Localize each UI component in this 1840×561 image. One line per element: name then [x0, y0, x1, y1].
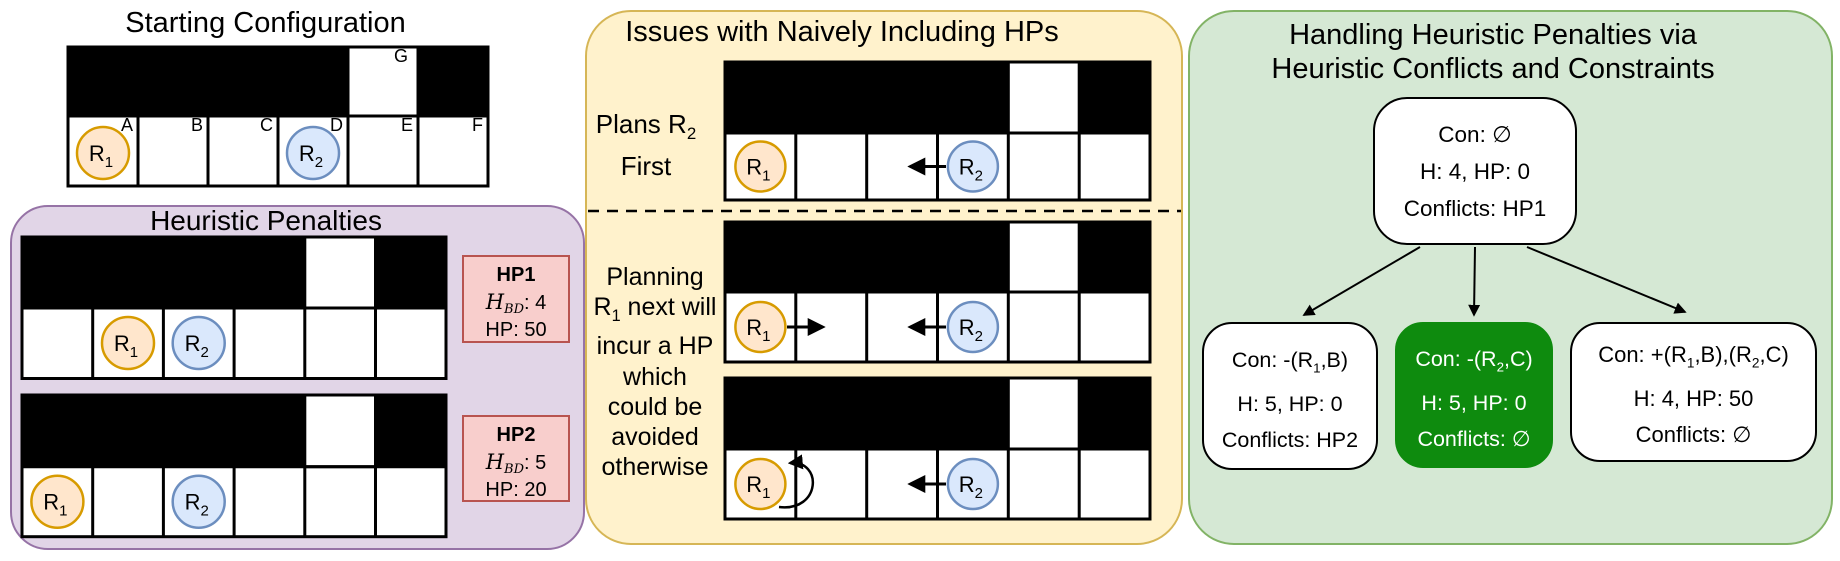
hp2-box: HP2 HBD: 5 HP: 20: [462, 415, 570, 502]
child3-constraints: Con: +(R1,B),(R2,C): [1598, 342, 1789, 371]
tree-child-node-1: Con: -(R1,B) H: 5, HP: 0 Conflicts: HP2: [1202, 322, 1378, 470]
starting-configuration-title: Starting Configuration: [125, 7, 406, 39]
cell-label-g: G: [394, 46, 408, 66]
child2-heuristic: H: 5, HP: 0: [1421, 391, 1527, 416]
hp1-box: HP1 HBD: 4 HP: 50: [462, 255, 570, 343]
svg-text:R1: R1: [89, 141, 113, 171]
svg-text:R2: R2: [299, 141, 323, 171]
gap-cell-g: [346, 45, 420, 118]
child2-conflicts: Conflicts: ∅: [1417, 427, 1531, 452]
heuristic-penalties-title: Heuristic Penalties: [150, 205, 382, 236]
tree-child-node-3: Con: +(R1,B),(R2,C) H: 4, HP: 50 Conflic…: [1570, 322, 1817, 462]
cell-label-b: B: [191, 115, 203, 135]
child1-constraints: Con: -(R1,B): [1231, 348, 1349, 376]
root-heuristic: H: 4, HP: 0: [1419, 159, 1531, 184]
plans-r2-first-label: Plans R2 First: [595, 109, 697, 182]
handling-title: Handling Heuristic Penalties via Heurist…: [1188, 18, 1798, 86]
tree-child-node-2-selected: Con: -(R2,C) H: 5, HP: 0 Conflicts: ∅: [1395, 322, 1553, 468]
handling-title-line1: Handling Heuristic Penalties via: [1289, 19, 1697, 51]
hp1-penalty-value: HP: 50: [485, 319, 547, 341]
hp2-label: HP2: [496, 424, 536, 446]
issues-title: Issues with Naively Including HPs: [625, 16, 1059, 48]
child3-heuristic: H: 4, HP: 50: [1633, 386, 1754, 412]
wall-block: [68, 47, 348, 116]
cell-label-f: F: [472, 115, 483, 135]
starting-config-grid: A B C D E F G R1 R2: [66, 45, 490, 188]
handling-title-line2: Heuristic Conflicts and Constraints: [1271, 53, 1715, 85]
hp1-heuristic-value: HBD: 4: [485, 290, 547, 317]
cell-label-c: C: [260, 115, 273, 135]
child1-heuristic: H: 5, HP: 0: [1237, 392, 1343, 417]
hp1-label: HP1: [496, 264, 536, 286]
robot-r1: R1: [75, 125, 131, 181]
root-constraints: Con: ∅: [1438, 122, 1512, 147]
cell-label-d: D: [330, 115, 343, 135]
child1-conflicts: Conflicts: HP2: [1221, 428, 1359, 453]
cell-label-e: E: [401, 115, 413, 135]
tree-root-node: Con: ∅ H: 4, HP: 0 Conflicts: HP1: [1373, 97, 1577, 245]
planning-r1-label: Planning R1 next will incur a HP which c…: [593, 263, 717, 482]
root-conflicts: Conflicts: HP1: [1403, 196, 1547, 221]
cell-label-a: A: [121, 115, 133, 135]
grid-outline: [66, 45, 490, 188]
child3-conflicts: Conflicts: ∅: [1635, 422, 1752, 448]
wall-block: [418, 47, 488, 116]
child2-constraints: Con: -(R2,C): [1415, 347, 1533, 375]
hp2-penalty-value: HP: 20: [485, 479, 547, 501]
robot-r2: R2: [285, 125, 341, 181]
hp2-heuristic-value: HBD: 5: [485, 450, 547, 477]
